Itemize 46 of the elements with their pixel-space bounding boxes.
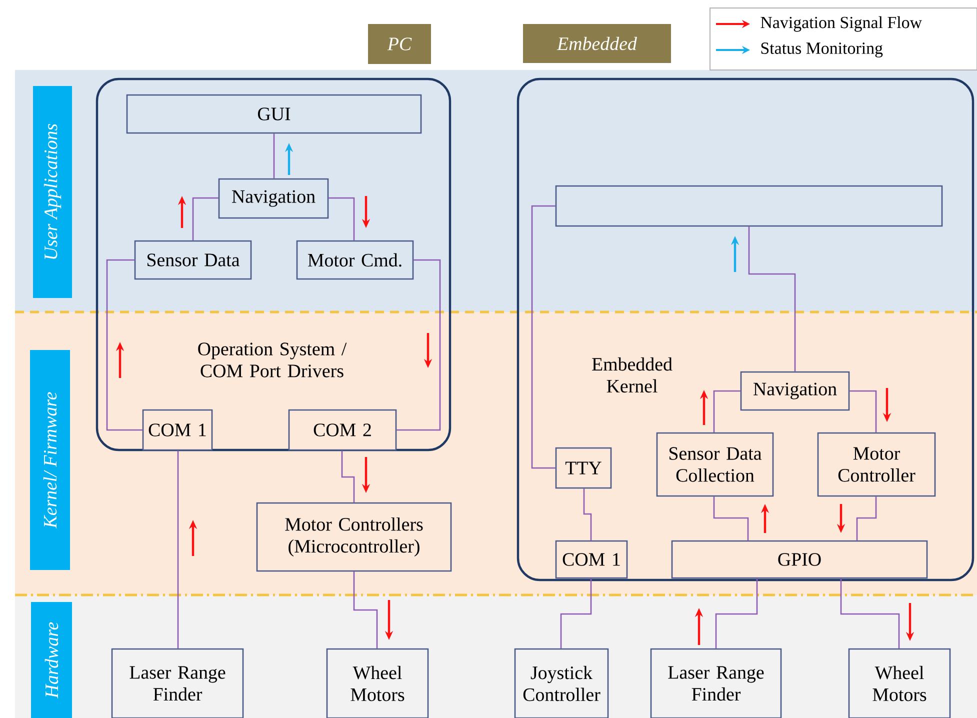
connector-line <box>106 259 142 431</box>
component-box: Laser Range Finder <box>650 648 782 718</box>
frame-label: Embedded Kernel <box>592 357 672 393</box>
component-box: TTY <box>555 447 612 489</box>
component-box: GUI <box>126 94 422 134</box>
connector-line <box>192 197 218 240</box>
connector-line <box>748 226 796 372</box>
connector-line <box>856 496 877 540</box>
component-box: GPIO <box>671 540 928 579</box>
connector-line <box>177 450 179 648</box>
platform-tag: Embedded <box>523 24 671 63</box>
component-box: COM 1 <box>142 409 213 451</box>
component-box: Joystick Controller <box>514 648 609 718</box>
component-box: Sensor Data Collection <box>656 432 774 497</box>
component-box: Laser Range Finder <box>111 648 244 718</box>
layer-label: User Applications <box>33 86 72 298</box>
layer-label: Kernel/ Firmware <box>30 350 70 570</box>
connector-line <box>713 390 740 432</box>
connector-line <box>328 197 355 240</box>
platform-tag: PC <box>368 24 431 64</box>
connector-line <box>713 496 749 540</box>
component-box: Wheel Motors <box>326 648 429 718</box>
component-box: Navigation <box>740 371 850 411</box>
connector-line <box>850 390 877 432</box>
component-box: Motor Cmd. <box>296 240 414 280</box>
legend-text: Navigation Signal Flow <box>760 16 922 32</box>
connector-line <box>560 578 592 648</box>
connector-line <box>583 488 592 540</box>
component-box: COM 1 <box>555 540 628 579</box>
connector-line <box>273 134 275 178</box>
connector-line <box>341 450 355 502</box>
connector-line <box>396 259 441 431</box>
component-box: Sensor Data <box>134 240 252 280</box>
connector-line <box>531 205 556 469</box>
component-box: Motor Controllers (Microcontroller) <box>256 502 452 572</box>
component-box: Wheel Motors <box>848 648 951 718</box>
layer-label: Hardware <box>31 602 72 718</box>
component-box: Navigation <box>218 178 329 219</box>
connector-line <box>840 578 900 648</box>
component-box: COM 2 <box>288 409 397 451</box>
connector-line <box>353 572 378 648</box>
frame-label: Operation System / COM Port Drivers <box>198 342 347 378</box>
component-box <box>555 185 943 227</box>
component-box: Motor Controller <box>817 432 936 497</box>
legend-text: Status Monitoring <box>761 42 883 58</box>
connector-line <box>715 578 758 648</box>
